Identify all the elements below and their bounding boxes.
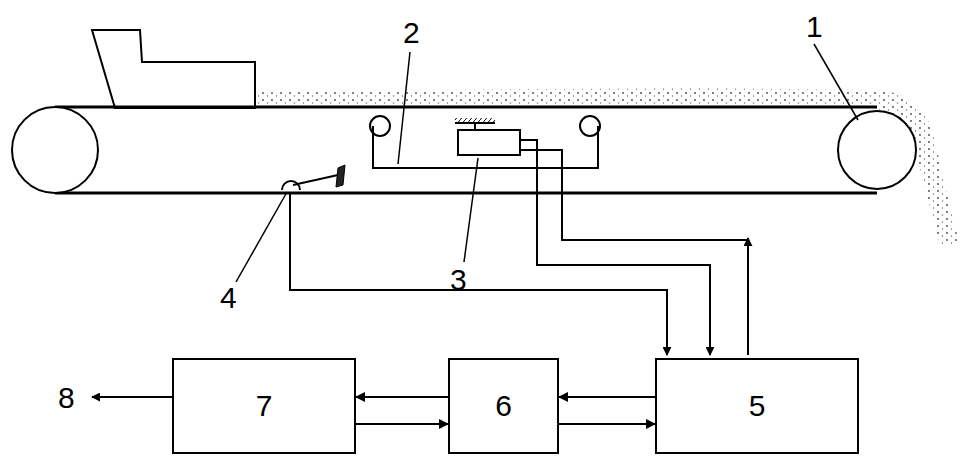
leader-line (398, 52, 410, 164)
callout-number: 2 (403, 18, 420, 48)
belt-upper (55, 106, 877, 109)
speed-sensor (282, 181, 300, 190)
signal-wire (520, 140, 710, 355)
processing-box: 6 (448, 358, 559, 454)
output-arrow (92, 396, 172, 398)
processing-box: 5 (655, 358, 859, 454)
signal-arrow (559, 423, 655, 425)
box-number: 7 (256, 389, 273, 423)
signal-arrow (356, 423, 448, 425)
callout-number: 8 (58, 383, 75, 413)
box-number: 6 (495, 389, 512, 423)
signal-arrow (559, 396, 655, 398)
tail-pulley (12, 107, 98, 193)
leader-line (814, 44, 858, 120)
load-cell (458, 130, 520, 155)
callout-number: 4 (220, 283, 237, 313)
leader-line (236, 192, 287, 282)
processing-box: 7 (172, 358, 356, 454)
callout-number: 3 (450, 265, 467, 295)
weigh-frame (373, 126, 598, 168)
signal-wire (520, 150, 748, 355)
leader-line (464, 158, 478, 262)
signal-wire (290, 192, 667, 355)
callout-number: 1 (806, 12, 823, 42)
hopper (92, 30, 255, 108)
box-number: 5 (749, 389, 766, 423)
fixed-support (455, 118, 495, 123)
belt-lower (55, 192, 877, 195)
head-pulley (838, 111, 916, 189)
bulk-material (257, 88, 960, 245)
signal-arrow (356, 396, 448, 398)
